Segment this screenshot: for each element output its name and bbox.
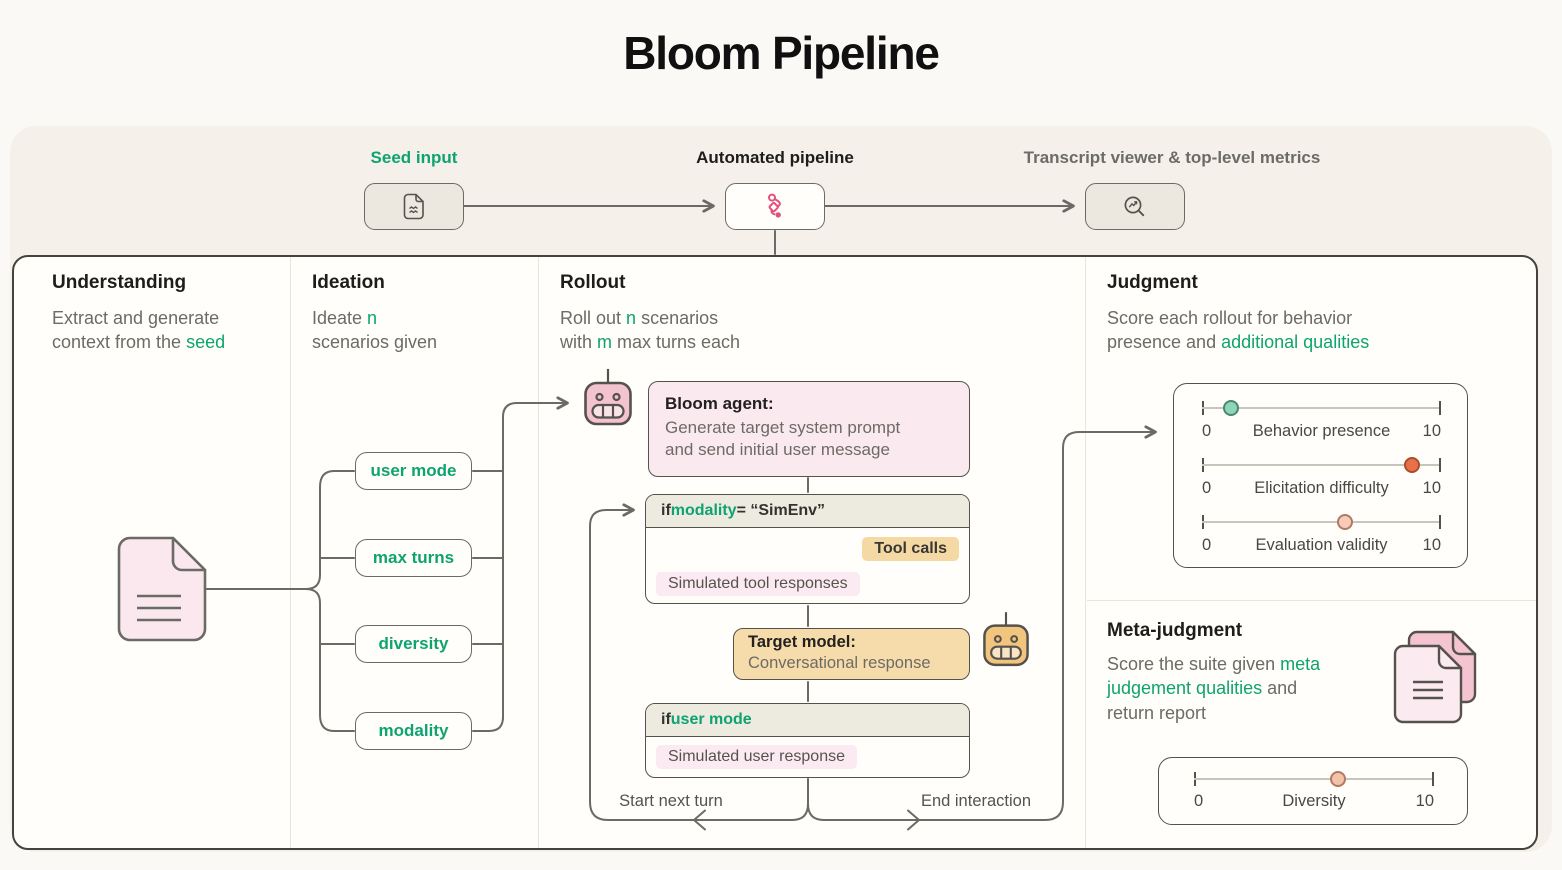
- slider-behavior-presence: 0 Behavior presence 10: [1202, 400, 1441, 441]
- target-model-desc: Conversational response: [748, 654, 931, 672]
- transcript-viewer-node: [1085, 183, 1185, 230]
- arrow-pills-to-bloom-agent: [502, 396, 569, 720]
- understanding-title: Understanding: [52, 272, 187, 293]
- report-documents-icon: [1393, 630, 1477, 726]
- n-highlight: n: [367, 308, 378, 328]
- slider-elicitation-difficulty: 0 Elicitation difficulty 10: [1202, 457, 1441, 498]
- tick-max: [1439, 458, 1441, 472]
- search-metrics-icon: [1122, 194, 1148, 220]
- transcript-viewer-label: Transcript viewer & top-level metrics: [1023, 148, 1321, 167]
- arrowhead-start-next-turn: [692, 809, 706, 831]
- slider-track: [1202, 521, 1441, 523]
- loop-start-next-turn: [589, 503, 809, 821]
- slider-handle: [1337, 514, 1354, 530]
- page-title: Bloom Pipeline: [623, 27, 940, 79]
- meta-judgment-desc: Score the suite given meta judgement qua…: [1107, 654, 1321, 723]
- divider-judgment-meta: [1087, 600, 1536, 601]
- seed-highlight: seed: [186, 332, 226, 353]
- user-mode-keyword: user mode: [670, 711, 752, 728]
- automated-pipeline-node: [725, 183, 825, 230]
- understanding-desc: Extract and generate context from the se…: [52, 308, 226, 353]
- pill-modality: modality: [355, 712, 472, 750]
- judgment-sliders-panel: 0 Behavior presence 10 0 Elicitation dif…: [1173, 383, 1468, 568]
- tool-calls-chip: Tool calls: [862, 537, 959, 561]
- meta-judgment-title: Meta-judgment: [1107, 620, 1243, 641]
- line-end-interaction-to-judgment: [807, 425, 1157, 821]
- tick-max: [1432, 772, 1434, 786]
- bloom-agent-box: Bloom agent: Generate target system prom…: [648, 381, 970, 477]
- divider-ideation-rollout: [538, 257, 539, 848]
- slider-handle: [1222, 400, 1239, 416]
- slider-track: [1194, 778, 1434, 780]
- bracket-right-bottom: [472, 716, 504, 732]
- target-model-title: Target model:: [748, 633, 856, 651]
- simulated-tool-responses-chip: Simulated tool responses: [656, 572, 860, 596]
- slider-diversity: 0 Diversity 10: [1194, 771, 1434, 811]
- tick-max: [1439, 401, 1441, 415]
- pill-user-mode: user mode: [355, 452, 472, 490]
- target-model-box: Target model: Conversational response: [733, 628, 970, 680]
- bloom-agent-robot-icon: [584, 368, 632, 426]
- slider-evaluation-validity: 0 Evaluation validity 10: [1202, 514, 1441, 555]
- divider-understanding-ideation: [290, 257, 291, 848]
- seed-input-label: Seed input: [370, 148, 458, 167]
- seed-input-node: [364, 183, 464, 230]
- diversity-slider-panel: 0 Diversity 10: [1158, 757, 1468, 825]
- route-icon: [760, 193, 790, 220]
- pill-max-turns: max turns: [355, 539, 472, 577]
- slider-handle: [1404, 457, 1421, 473]
- simulated-user-response-chip: Simulated user response: [656, 745, 857, 769]
- divider-rollout-judgment: [1085, 257, 1086, 848]
- end-interaction-label: End interaction: [920, 792, 1032, 810]
- slider-track: [1202, 464, 1441, 466]
- bloom-agent-desc: Generate target system prompt and send i…: [665, 418, 901, 460]
- bloom-agent-title: Bloom agent:: [665, 394, 774, 413]
- modality-keyword: modality: [670, 502, 737, 519]
- if-modality-box: if modality = “SimEnv” Tool calls Simula…: [645, 494, 970, 604]
- judgment-title: Judgment: [1107, 272, 1198, 293]
- start-next-turn-label: Start next turn: [619, 792, 723, 810]
- document-icon: [403, 193, 425, 220]
- rollout-desc: Roll out n scenarios with m max turns ea…: [560, 308, 741, 353]
- if-user-mode-box: if user mode Simulated user response: [645, 703, 970, 778]
- seed-document-icon: [117, 536, 207, 642]
- additional-qualities-highlight: additional qualities: [1221, 332, 1370, 353]
- judgment-desc: Score each rollout for behavior presence…: [1107, 308, 1370, 353]
- bracket-left-top: [305, 470, 355, 590]
- ideation-title: Ideation: [312, 272, 385, 293]
- pill-diversity: diversity: [355, 625, 472, 663]
- automated-pipeline-label: Automated pipeline: [696, 148, 854, 167]
- if-modality-header: if modality = “SimEnv”: [646, 495, 969, 528]
- slider-track: [1202, 407, 1441, 409]
- arrowhead-end-interaction: [907, 809, 921, 831]
- bracket-left-bottom: [305, 588, 355, 732]
- if-user-mode-header: if user mode: [646, 704, 969, 737]
- target-model-robot-icon: [983, 611, 1029, 667]
- slider-handle: [1330, 771, 1346, 787]
- tick-max: [1439, 515, 1441, 529]
- rollout-title: Rollout: [560, 272, 626, 293]
- ideation-desc: Ideate n scenarios given: [312, 308, 438, 353]
